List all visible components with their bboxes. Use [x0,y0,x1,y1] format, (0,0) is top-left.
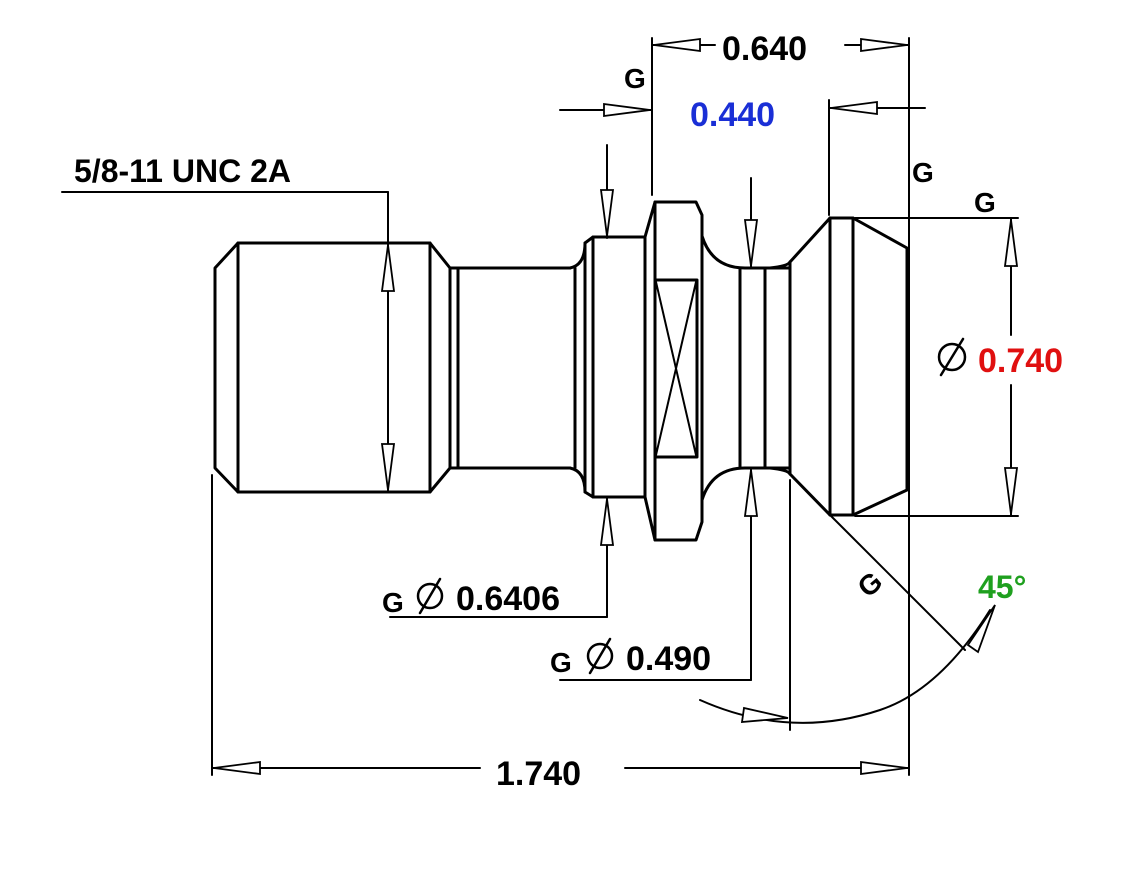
arrow-6406-bottom [599,498,615,546]
neck-length-label: 0.440 [690,96,775,134]
arrowheads [213,37,1019,776]
arrow-1740-right [860,760,908,776]
diameter-icon [937,337,967,377]
arrow-0640-left [653,37,701,53]
diameter-icon [416,577,444,615]
shank-fillet-top [568,241,587,270]
extension-lines [211,37,1019,776]
thread-spec-label: 5/8-11 UNC 2A [74,153,291,189]
arrow-thread-top [380,244,396,292]
head-diameter-label: 0.740 [978,342,1063,380]
groove-arc-top [700,234,747,270]
hex-cross-2 [655,281,697,456]
tolerance-mark-g: G [550,647,572,678]
arrow-1740-left [213,760,261,776]
groove-arc-bottom [700,466,747,502]
tolerance-mark-g: G [974,187,996,218]
ext-angle-line [829,514,966,651]
arrow-0740-top [1003,219,1019,267]
arrow-thread-bottom [380,443,396,491]
arrow-6406-top [599,189,615,237]
tolerance-mark-g: G [852,566,889,604]
hex-flat [653,278,699,459]
arrow-0640-right [860,37,908,53]
taper-top [788,216,832,264]
angle-label: 45° [978,569,1026,605]
flange-diameter-label: 0.6406 [456,580,560,618]
head-length-label: 0.640 [722,30,807,68]
arrow-flange-ref [603,102,651,118]
hex-flange [643,200,704,542]
diameter-symbols [416,337,967,675]
arrow-490-top [743,219,759,267]
arrow-0740-bottom [1003,467,1019,515]
overall-length-label: 1.740 [496,755,581,793]
part-outline [213,200,909,542]
arrow-0440 [830,100,878,116]
shank-fillet-bottom [568,466,587,494]
diameter-icon [586,637,614,675]
arrow-490-bottom [743,469,759,517]
angle-arc [699,609,991,724]
thread-section [213,241,452,494]
tolerance-mark-g: G [382,587,404,618]
head [828,216,909,517]
tolerance-mark-g: G [624,63,646,94]
tolerance-mark-g: G [912,157,934,188]
arrow-angle-bottom [740,706,789,723]
taper-bottom [788,472,832,517]
arrow-angle-top [966,604,996,654]
labels: 5/8-11 UNC 2A 0.640 0.440 0.740 0.6406 0… [74,30,1063,793]
neck-diameter-label: 0.490 [626,640,711,678]
